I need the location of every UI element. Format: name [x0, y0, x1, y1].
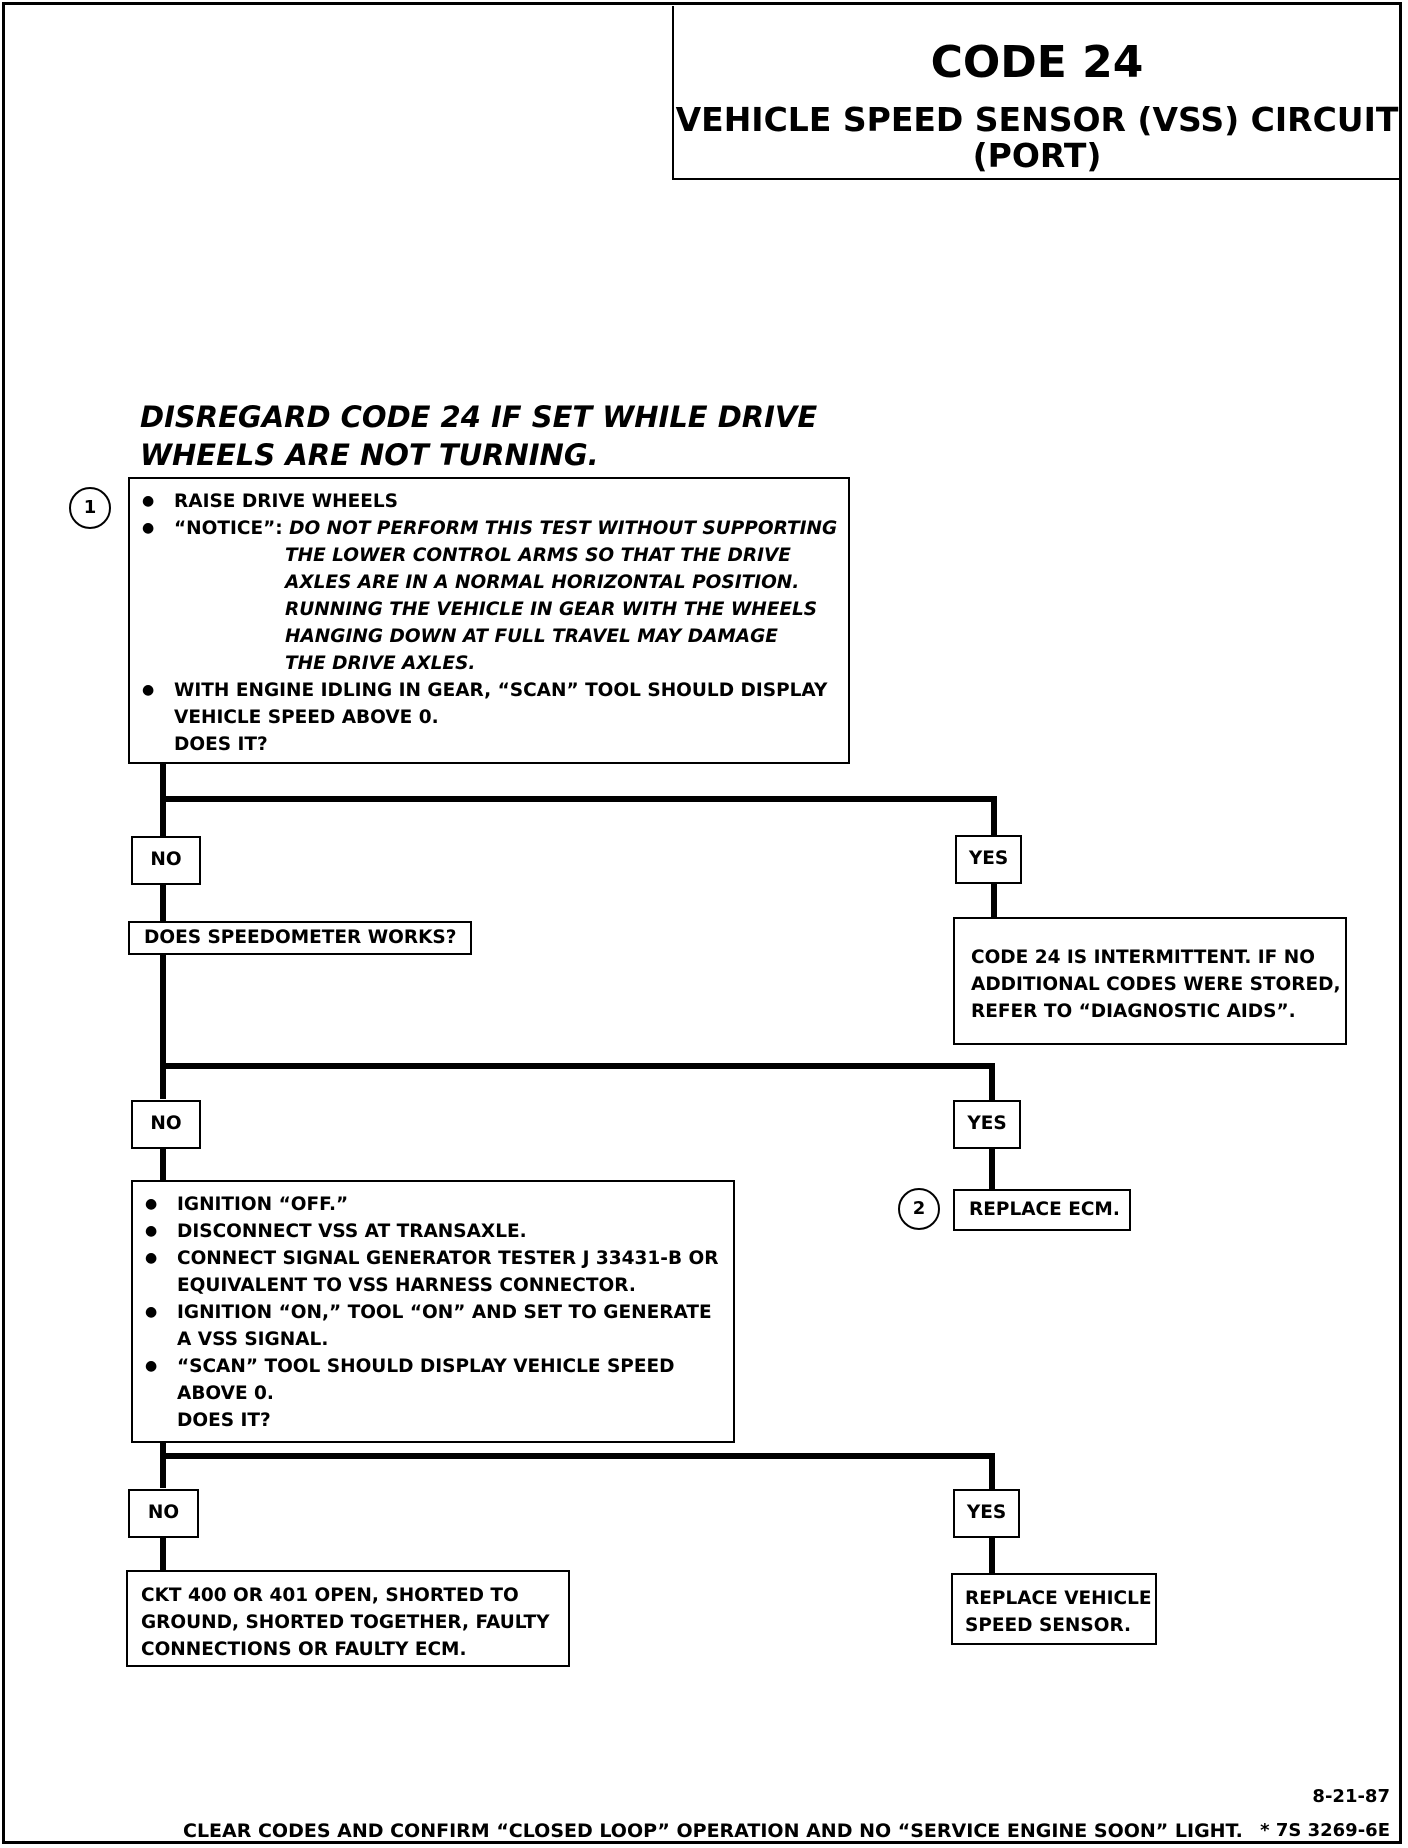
notice-line-3: AXLES ARE IN A NORMAL HORIZONTAL POSITIO…: [285, 572, 800, 593]
warning-line-1: DISREGARD CODE 24 IF SET WHILE DRIVE: [140, 400, 818, 434]
step3-bullet-5-line-2: ABOVE 0.: [177, 1383, 274, 1404]
intermittent-box: CODE 24 IS INTERMITTENT. IF NO ADDITIONA…: [953, 917, 1347, 1045]
notice-line-1: DO NOT PERFORM THIS TEST WITHOUT SUPPORT…: [289, 518, 838, 539]
intermittent-line-1: CODE 24 IS INTERMITTENT. IF NO: [971, 947, 1315, 968]
notice-label: “NOTICE”:: [174, 518, 283, 539]
replace-vss-box: REPLACE VEHICLE SPEED SENSOR.: [951, 1573, 1157, 1645]
ckt-line-3: CONNECTIONS OR FAULTY ECM.: [141, 1639, 467, 1660]
ckt-line-1: CKT 400 OR 401 OPEN, SHORTED TO: [141, 1585, 519, 1606]
ckt-line-2: GROUND, SHORTED TOGETHER, FAULTY: [141, 1612, 550, 1633]
step1-bullet-1: RAISE DRIVE WHEELS: [130, 488, 848, 515]
circuit-title: VEHICLE SPEED SENSOR (VSS) CIRCUIT: [675, 100, 1399, 139]
step1-question: DOES IT?: [174, 734, 268, 755]
replace-vss-line-1: REPLACE VEHICLE: [965, 1588, 1152, 1609]
revision-date: 8-21-87: [1312, 1786, 1390, 1807]
step1-bullet-3: WITH ENGINE IDLING IN GEAR, “SCAN” TOOL …: [130, 677, 848, 704]
circuit-subtitle: (PORT): [972, 136, 1102, 175]
document-number: * 7S 3269-6E: [1260, 1820, 1390, 1841]
notice-line-5: HANGING DOWN AT FULL TRAVEL MAY DAMAGE: [285, 626, 778, 647]
step1-box: RAISE DRIVE WHEELS “NOTICE”: DO NOT PERF…: [128, 477, 850, 764]
yes-label-3: YES: [953, 1489, 1020, 1538]
title-block: CODE 24 VEHICLE SPEED SENSOR (VSS) CIRCU…: [672, 6, 1400, 180]
step3-bullet-4-line-2: A VSS SIGNAL.: [177, 1329, 329, 1350]
replace-ecm-box: REPLACE ECM.: [953, 1189, 1131, 1231]
code-title: CODE 24: [930, 37, 1144, 88]
step1-bullet-2: “NOTICE”: DO NOT PERFORM THIS TEST WITHO…: [130, 515, 848, 542]
step3-bullet-4: IGNITION “ON,” TOOL “ON” AND SET TO GENE…: [133, 1299, 733, 1326]
ckt-fault-box: CKT 400 OR 401 OPEN, SHORTED TO GROUND, …: [126, 1570, 570, 1667]
footer-instruction: CLEAR CODES AND CONFIRM “CLOSED LOOP” OP…: [183, 1820, 1243, 1842]
step1-bullet-3-line-2: VEHICLE SPEED ABOVE 0.: [174, 707, 439, 728]
warning-text: DISREGARD CODE 24 IF SET WHILE DRIVE WHE…: [140, 398, 817, 474]
step3-bullet-2: DISCONNECT VSS AT TRANSAXLE.: [133, 1218, 733, 1245]
warning-line-2: WHEELS ARE NOT TURNING.: [140, 438, 599, 472]
intermittent-line-2: ADDITIONAL CODES WERE STORED,: [971, 974, 1341, 995]
step3-bullet-5: “SCAN” TOOL SHOULD DISPLAY VEHICLE SPEED: [133, 1353, 733, 1380]
no-label-3: NO: [128, 1489, 199, 1538]
step3-bullet-3-line-2: EQUIVALENT TO VSS HARNESS CONNECTOR.: [177, 1275, 636, 1296]
notice-line-4: RUNNING THE VEHICLE IN GEAR WITH THE WHE…: [285, 599, 818, 620]
notice-line-2: THE LOWER CONTROL ARMS SO THAT THE DRIVE: [285, 545, 791, 566]
notice-line-6: THE DRIVE AXLES.: [285, 653, 476, 674]
speedometer-box: DOES SPEEDOMETER WORKS?: [128, 921, 472, 955]
no-label-2: NO: [131, 1100, 201, 1149]
replace-vss-line-2: SPEED SENSOR.: [965, 1615, 1132, 1636]
yes-label-1: YES: [955, 835, 1022, 884]
step3-box: IGNITION “OFF.” DISCONNECT VSS AT TRANSA…: [131, 1180, 735, 1443]
step3-question: DOES IT?: [177, 1410, 271, 1431]
no-label-1: NO: [131, 836, 201, 885]
step3-bullet-3: CONNECT SIGNAL GENERATOR TESTER J 33431-…: [133, 1245, 733, 1272]
step-marker-1: 1: [69, 487, 111, 529]
intermittent-line-3: REFER TO “DIAGNOSTIC AIDS”.: [971, 1001, 1296, 1022]
step3-bullet-1: IGNITION “OFF.”: [133, 1191, 733, 1218]
step-marker-2: 2: [898, 1188, 940, 1230]
yes-label-2: YES: [953, 1100, 1021, 1149]
